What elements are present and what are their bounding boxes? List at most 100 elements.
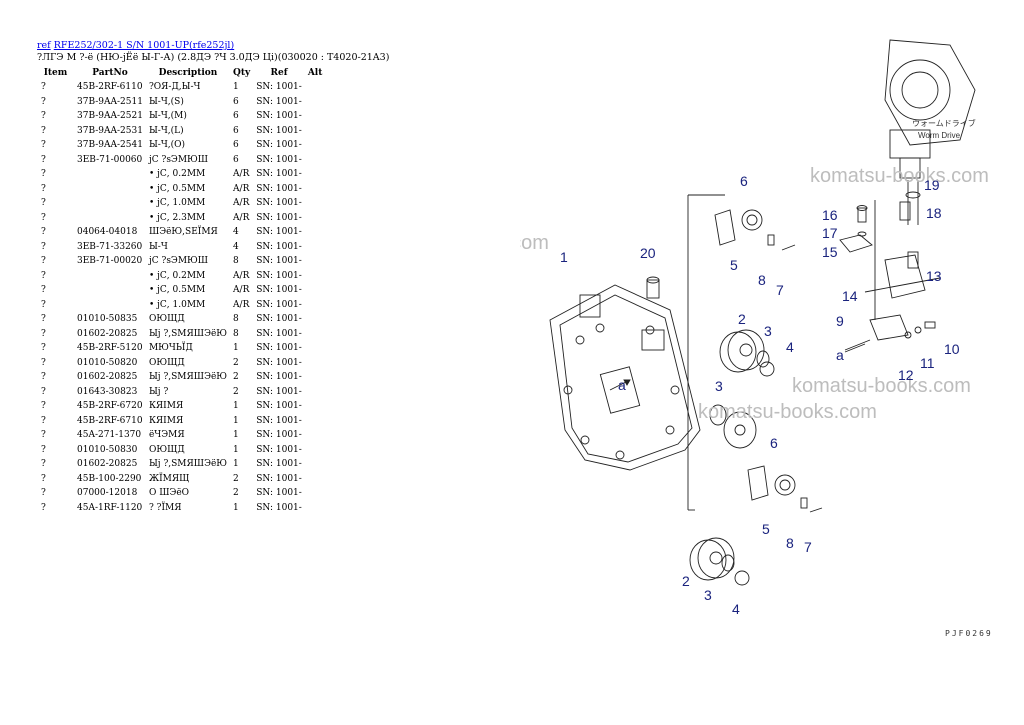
callout-number: 5 — [730, 257, 738, 273]
qty-cell: 1 — [233, 415, 239, 426]
callout-number: 7 — [804, 539, 812, 555]
ref-cell: SN: 1001- — [256, 140, 302, 150]
qty-cell: 1 — [233, 459, 239, 469]
partno-cell: 01010-50820 — [77, 357, 138, 368]
ref-cell: SN: 1001- — [256, 198, 302, 208]
item-cell: ? — [41, 357, 46, 368]
item-cell: ? — [41, 183, 46, 194]
partno-cell: 45A-271-1370 — [77, 430, 142, 440]
partno-cell — [74, 196, 146, 211]
callout-number: 10 — [944, 341, 960, 357]
ref-cell: SN: 1001- — [256, 169, 302, 179]
partno-cell: 45B-100-2290 — [77, 473, 142, 484]
item-cell: ? — [41, 212, 46, 223]
description-cell: • јС, 0.5MM — [148, 183, 206, 194]
callout-number: 20 — [640, 245, 656, 261]
qty-cell: 2 — [233, 488, 239, 498]
alt-cell — [305, 254, 326, 269]
callout-number: 9 — [836, 313, 844, 329]
description-cell: • јС, 1.0MM — [148, 198, 206, 208]
ref-cell: SN: 1001- — [256, 227, 302, 237]
partno-cell: 37B-9AA-2521 — [77, 111, 143, 121]
description-cell: • јС, 0.5MM — [148, 285, 206, 295]
item-cell: ? — [41, 270, 46, 281]
callout-number: 17 — [822, 225, 838, 241]
partno-cell: 01010-50835 — [77, 314, 138, 324]
qty-cell: A/R — [233, 270, 250, 281]
item-cell: ? — [41, 343, 46, 353]
ref-cell: SN: 1001- — [256, 473, 302, 484]
ref-cell: SN: 1001- — [256, 256, 302, 266]
partno-cell: 45B-2RF-6720 — [77, 401, 143, 411]
ref-cell: SN: 1001- — [256, 154, 302, 165]
ref-cell: SN: 1001- — [256, 96, 302, 107]
ref-cell: SN: 1001- — [256, 415, 302, 426]
description-cell: Ы-Ч — [148, 241, 168, 252]
qty-cell: 1 — [233, 444, 239, 455]
ref-cell: SN: 1001- — [256, 285, 302, 295]
description-cell: КЯІМЯ — [148, 401, 184, 411]
col-item: Item — [43, 68, 68, 78]
item-cell: ? — [41, 198, 46, 208]
ref-cell: SN: 1001- — [256, 459, 302, 469]
alt-cell — [305, 370, 326, 385]
alt-cell — [305, 95, 326, 110]
table-header-row: Item PartNo Description Qty Ref Alt — [37, 66, 325, 80]
item-cell: ? — [41, 386, 46, 397]
item-cell: ? — [41, 169, 46, 179]
callout-number: 1 — [560, 249, 568, 265]
ref-cell: SN: 1001- — [256, 444, 302, 455]
ref-cell: SN: 1001- — [256, 125, 302, 136]
ref-cell: SN: 1001- — [256, 183, 302, 194]
callout-number: 2 — [738, 311, 746, 327]
partno-cell: 45B-2RF-6110 — [77, 82, 143, 92]
ref-cell: SN: 1001- — [256, 328, 302, 339]
callout-number: 14 — [842, 288, 858, 304]
item-cell: ? — [41, 285, 46, 295]
ref-cell: SN: 1001- — [256, 212, 302, 223]
model-link[interactable]: RFE252/302-1 S/N 1001-UP(rfe252jl) — [53, 40, 235, 51]
callout-number: 12 — [898, 367, 914, 383]
item-cell: ? — [41, 415, 46, 426]
alt-cell — [305, 153, 326, 168]
partno-cell — [74, 211, 146, 226]
qty-cell: 6 — [233, 96, 239, 107]
partno-cell: 37B-9AA-2531 — [77, 125, 143, 136]
ref-link[interactable]: ref — [37, 40, 51, 51]
callout-number: 4 — [732, 601, 740, 617]
partno-cell: 01643-30823 — [77, 386, 138, 397]
worm-drive-label-jp: ウォームドライブ — [912, 118, 976, 128]
callout-number: 7 — [776, 282, 784, 298]
qty-cell: 2 — [233, 473, 239, 484]
description-cell: Ыј ?,SМЯШЭёЮ — [148, 328, 228, 339]
partno-cell: 07000-12018 — [77, 488, 138, 498]
callout-letter: a — [836, 347, 844, 363]
ref-cell: SN: 1001- — [256, 372, 302, 382]
partno-cell: 37B-9AA-2511 — [77, 96, 143, 107]
partno-cell: 45B-2RF-5120 — [77, 343, 143, 353]
partno-cell — [74, 182, 146, 197]
item-cell: ? — [41, 444, 46, 455]
description-cell: Ыј ?,SМЯШЭёЮ — [148, 459, 228, 469]
alt-cell — [305, 196, 326, 211]
ref-cell: SN: 1001- — [256, 430, 302, 440]
alt-cell — [305, 283, 326, 298]
callout-number: 6 — [770, 435, 778, 451]
watermark: komatsu-books.com — [520, 232, 549, 254]
breadcrumb: ref RFE252/302-1 S/N 1001-UP(rfe252jl) — [37, 39, 234, 52]
alt-cell — [305, 124, 326, 139]
description-cell: јС ?sЭМЮШ — [148, 256, 209, 266]
